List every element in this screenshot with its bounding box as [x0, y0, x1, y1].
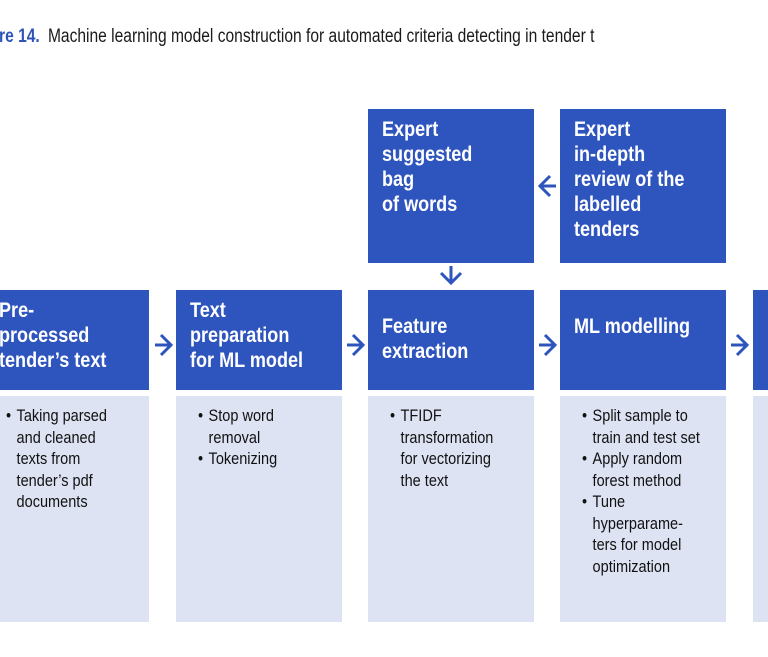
step-text-preparation-header: Text preparation for ML model [176, 290, 342, 390]
step-next-header-partial [753, 290, 768, 390]
step-ml-modelling-details: Split sample to train and test set Apply… [560, 396, 726, 622]
step-text-preparation-bullet: Stop word removal [198, 406, 319, 449]
step-ml-modelling-bullet: Tune hyperparame-ters for model optimiza… [582, 492, 703, 578]
step-ml-modelling-bullet: Apply random forest method [582, 449, 703, 492]
step-preprocessed-bullet: Taking parsed and cleaned texts from ten… [6, 406, 127, 514]
step-feature-extraction-bullet: TFIDF transformation for vectorizing the… [390, 406, 511, 492]
step-ml-modelling-bullet: Split sample to train and test set [582, 406, 703, 449]
figure-title: Machine learning model construction for … [47, 26, 595, 47]
step-text-preparation-bullet: Tokenizing [198, 449, 319, 471]
arrow-down-icon [437, 264, 465, 286]
step-text-preparation-title: Text preparation for ML model [190, 299, 304, 372]
figure-caption: gure 14. Machine learning model construct… [0, 26, 594, 48]
step-feature-extraction-details: TFIDF transformation for vectorizing the… [368, 396, 534, 622]
expert-bag-of-words-box: Expert suggested bag of words [368, 109, 534, 263]
arrow-right-icon [728, 331, 750, 359]
step-preprocessed-details: Taking parsed and cleaned texts from ten… [0, 396, 149, 622]
step-next-details-partial [753, 396, 768, 622]
step-preprocessed-header: Pre-processed tender’s text [0, 290, 149, 390]
expert-bag-of-words-label: Expert suggested bag of words [382, 118, 473, 216]
arrow-left-icon [537, 172, 559, 200]
step-preprocessed-title: Pre-processed tender’s text [0, 299, 107, 372]
step-ml-modelling-title: ML modelling [574, 315, 691, 338]
expert-review-label: Expert in-depth review of the labelled t… [574, 118, 685, 241]
arrow-right-icon [536, 331, 558, 359]
step-feature-extraction-title: Feature extraction [382, 315, 469, 363]
arrow-right-icon [152, 331, 174, 359]
step-feature-extraction-header: Feature extraction [368, 290, 534, 390]
arrow-right-icon [344, 331, 366, 359]
step-ml-modelling-header: ML modelling [560, 290, 726, 390]
expert-review-box: Expert in-depth review of the labelled t… [560, 109, 726, 263]
step-text-preparation-details: Stop word removal Tokenizing [176, 396, 342, 622]
figure-number: gure 14. [0, 26, 40, 47]
